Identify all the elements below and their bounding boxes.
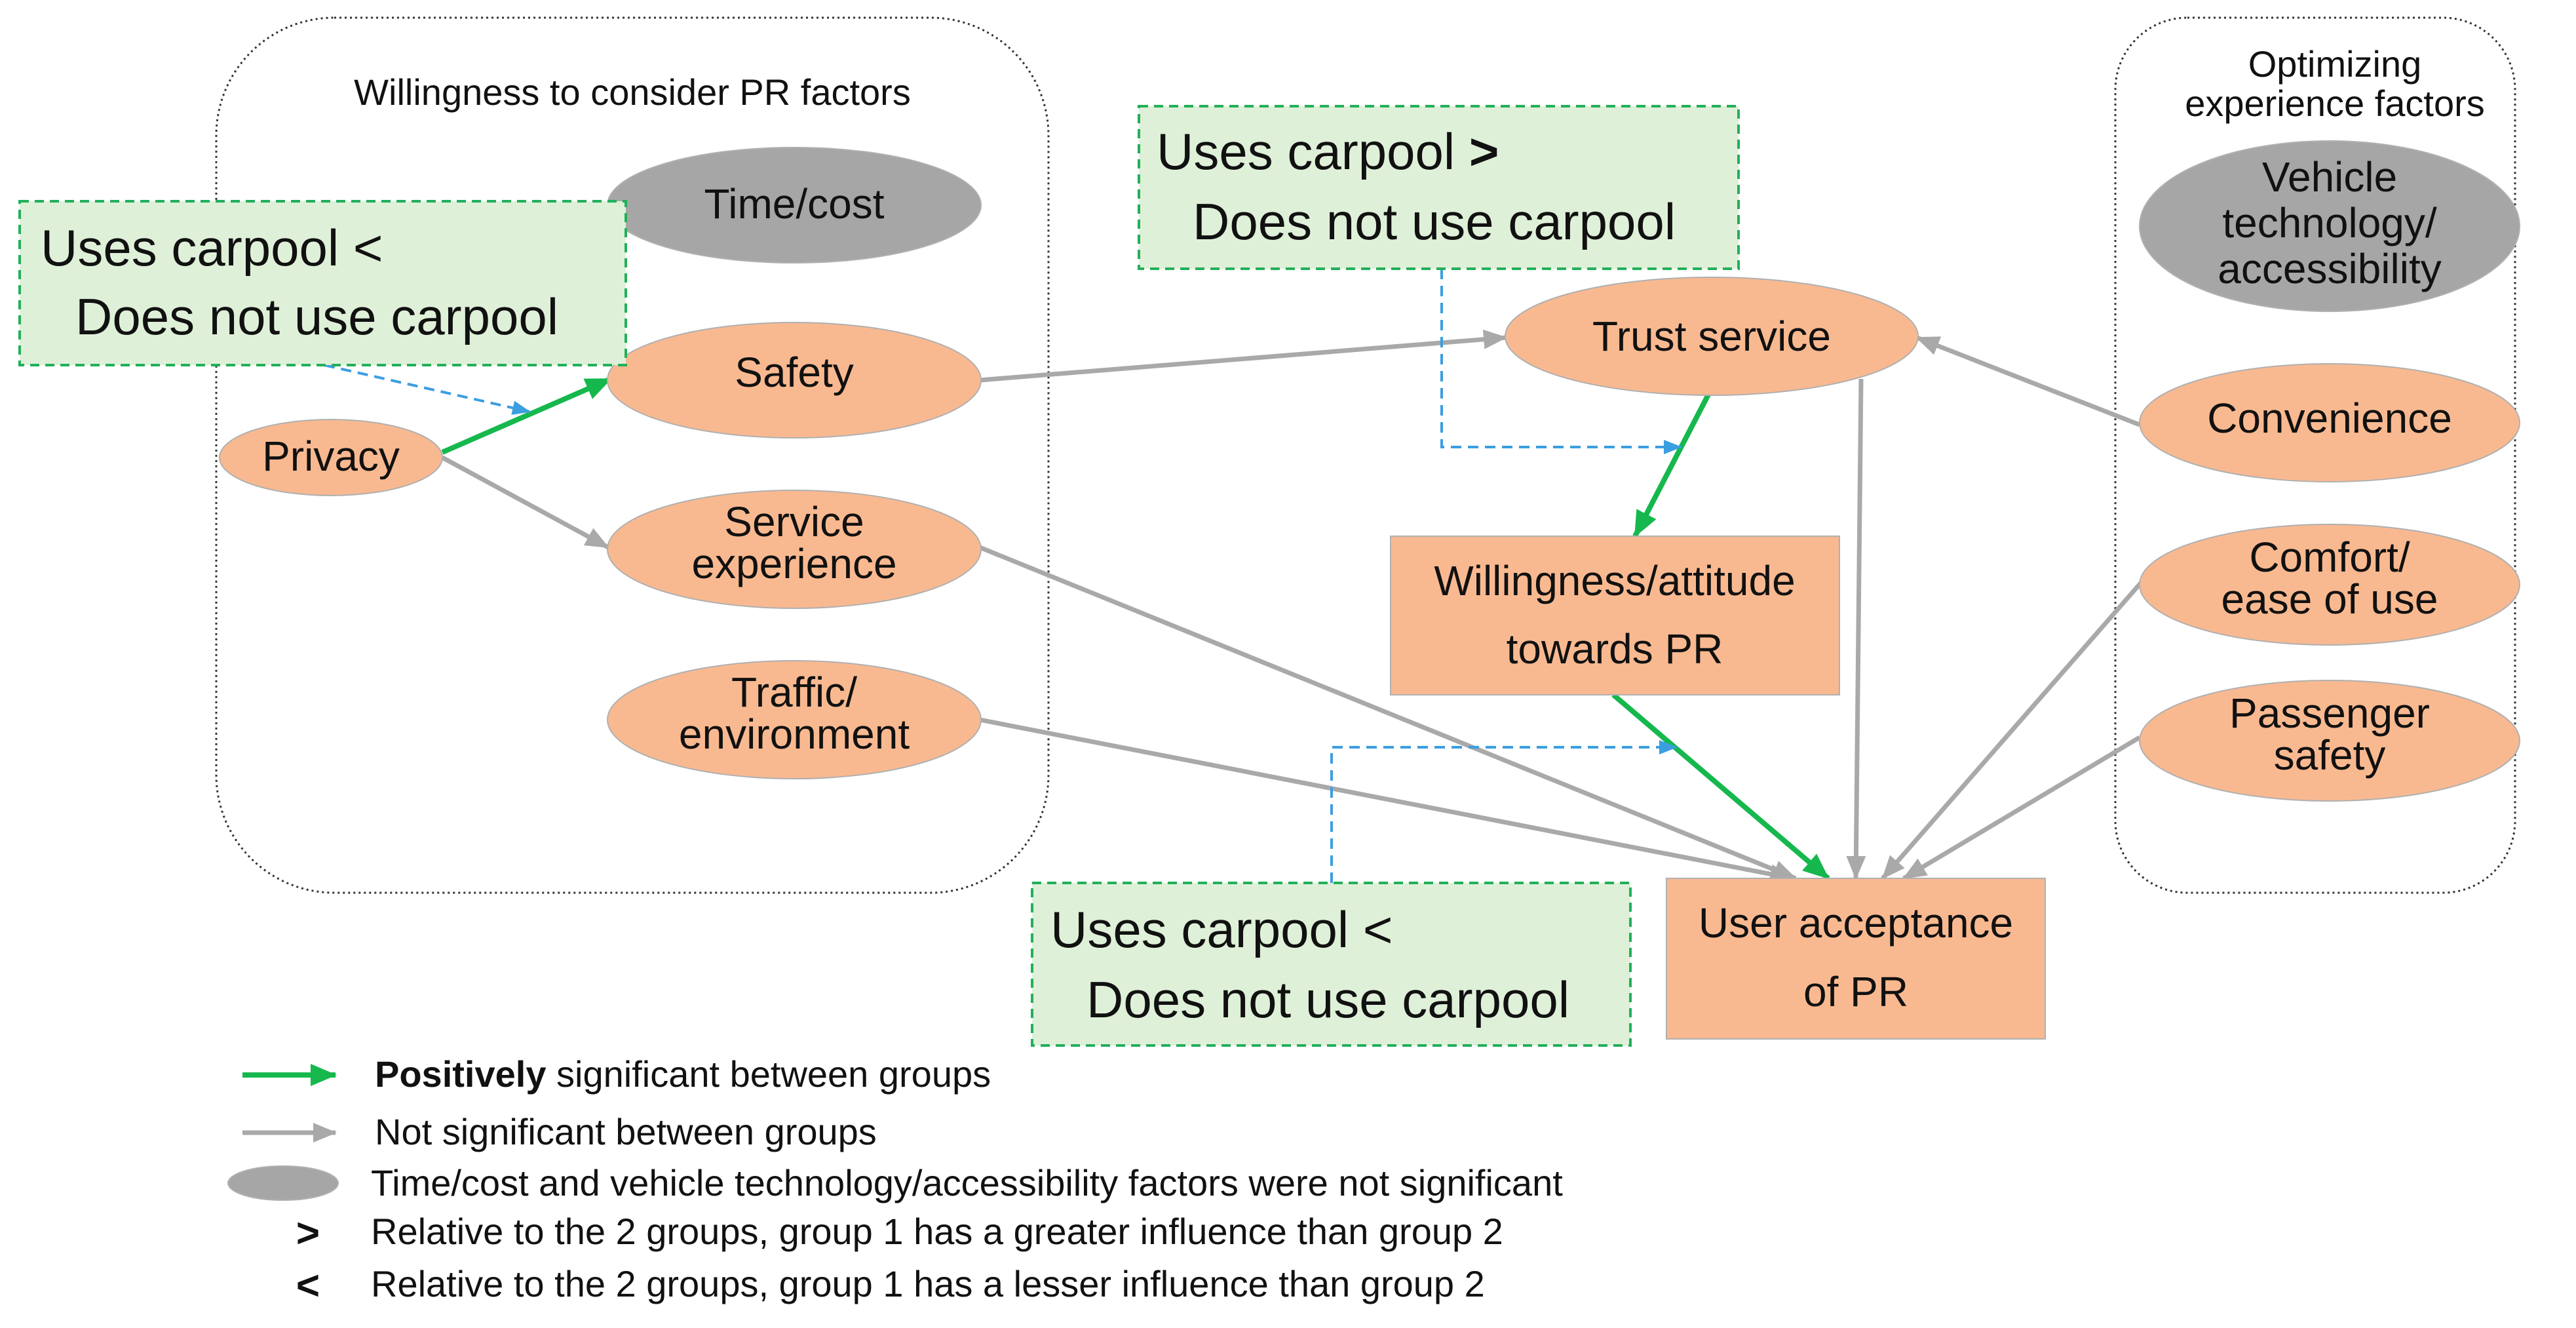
node-willingness-label-line1: Willingness/attitude bbox=[1434, 557, 1795, 604]
arrow-privacy-safety bbox=[441, 376, 612, 455]
group-willingness-factors bbox=[215, 16, 1050, 894]
node-privacy-label: Privacy bbox=[262, 433, 400, 480]
node-vehicle-label-line2: technology/ bbox=[2222, 199, 2437, 246]
arrow-service-acceptance bbox=[978, 545, 1797, 881]
arrow-passenger-acceptance bbox=[1902, 735, 2141, 881]
node-traffic-label-line2: environment bbox=[679, 711, 910, 758]
node-vehicle-label-line1: Vehicle bbox=[2262, 153, 2397, 201]
note-bottom-line2: Does not use carpool bbox=[1086, 971, 1569, 1028]
node-comfort-label-line1: Comfort/ bbox=[2249, 534, 2410, 581]
group-willingness-title: Willingness to consider PR factors bbox=[354, 71, 911, 113]
node-safety bbox=[607, 322, 982, 439]
node-traffic-label-line1: Traffic/ bbox=[731, 669, 857, 716]
node-vehicle-label-line3: accessibility bbox=[2218, 245, 2441, 292]
group-optimizing-factors bbox=[2114, 16, 2516, 894]
node-vehicle-technology bbox=[2139, 140, 2520, 312]
legend-green-bold: Positively bbox=[375, 1053, 546, 1095]
note-bottom-line1: Uses carpool < bbox=[1050, 901, 1393, 958]
legend-ellipse-text: Time/cost and vehicle technology/accessi… bbox=[371, 1162, 1563, 1203]
arrow-convenience-trust bbox=[1915, 335, 2141, 427]
group-optimizing-title-line2: experience factors bbox=[2185, 83, 2485, 124]
node-trust-label: Trust service bbox=[1592, 313, 1831, 360]
note-top-greater-symbol: > bbox=[1469, 123, 1499, 180]
note-top-text: Uses carpool bbox=[1157, 123, 1455, 180]
legend-gray-ellipse bbox=[227, 1165, 339, 1201]
arrow-trust-acceptance bbox=[1846, 378, 1866, 880]
note-top-line1: Uses carpool > bbox=[1157, 123, 1499, 180]
node-trust-service bbox=[1505, 277, 1919, 396]
arrow-safety-trust bbox=[979, 329, 1507, 383]
arrow-privacy-service bbox=[441, 455, 609, 550]
moderation-arrow-left bbox=[324, 364, 531, 415]
arrow-traffic-acceptance bbox=[979, 717, 1794, 884]
node-time-cost-label: Time/cost bbox=[704, 180, 885, 227]
node-passenger-safety bbox=[2139, 680, 2520, 802]
note-bottom bbox=[1031, 882, 1632, 1047]
legend-lesser-symbol: < bbox=[296, 1263, 320, 1308]
legend-lesser-text: Relative to the 2 groups, group 1 has a … bbox=[371, 1263, 1485, 1304]
node-convenience-label: Convenience bbox=[2207, 395, 2452, 442]
node-privacy bbox=[219, 419, 443, 496]
node-passenger-label-line2: safety bbox=[2274, 732, 2386, 779]
node-willingness-attitude bbox=[1390, 536, 1840, 695]
note-top bbox=[1138, 105, 1740, 270]
group-optimizing-title-line1: Optimizing bbox=[2248, 43, 2422, 85]
arrow-willingness-acceptance bbox=[1611, 692, 1830, 881]
legend-green-text: Positively significant between groups bbox=[375, 1053, 991, 1095]
node-service-label-line2: experience bbox=[691, 540, 896, 587]
node-comfort bbox=[2139, 524, 2520, 646]
node-convenience bbox=[2139, 363, 2520, 482]
node-acceptance-label-line1: User acceptance bbox=[1699, 899, 2013, 947]
node-safety-label: Safety bbox=[735, 349, 853, 396]
node-comfort-label-line2: ease of use bbox=[2221, 576, 2438, 623]
note-top-line2: Does not use carpool bbox=[1193, 193, 1676, 250]
legend-green-rest: significant between groups bbox=[546, 1053, 991, 1095]
node-acceptance-label-line2: of PR bbox=[1803, 968, 1908, 1015]
note-left bbox=[18, 200, 627, 366]
node-willingness-label-line2: towards PR bbox=[1507, 625, 1723, 673]
note-left-line2: Does not use carpool bbox=[75, 288, 558, 345]
arrow-comfort-acceptance bbox=[1881, 580, 2143, 880]
legend-gray-text: Not significant between groups bbox=[375, 1111, 877, 1152]
moderation-arrow-top bbox=[1440, 269, 1682, 454]
legend-greater-symbol: > bbox=[296, 1211, 320, 1256]
legend: Positively significant between groups No… bbox=[227, 1053, 1563, 1308]
node-traffic-environment bbox=[607, 660, 982, 779]
arrow-trust-willingness bbox=[1632, 392, 1712, 537]
node-passenger-label-line1: Passenger bbox=[2229, 690, 2430, 737]
note-left-line1: Uses carpool < bbox=[41, 219, 383, 277]
legend-greater-text: Relative to the 2 groups, group 1 has a … bbox=[371, 1211, 1503, 1252]
moderation-arrow-bottom bbox=[1330, 740, 1678, 883]
node-service-experience bbox=[607, 490, 982, 609]
node-user-acceptance bbox=[1666, 878, 2046, 1040]
node-service-label-line1: Service bbox=[724, 498, 864, 545]
